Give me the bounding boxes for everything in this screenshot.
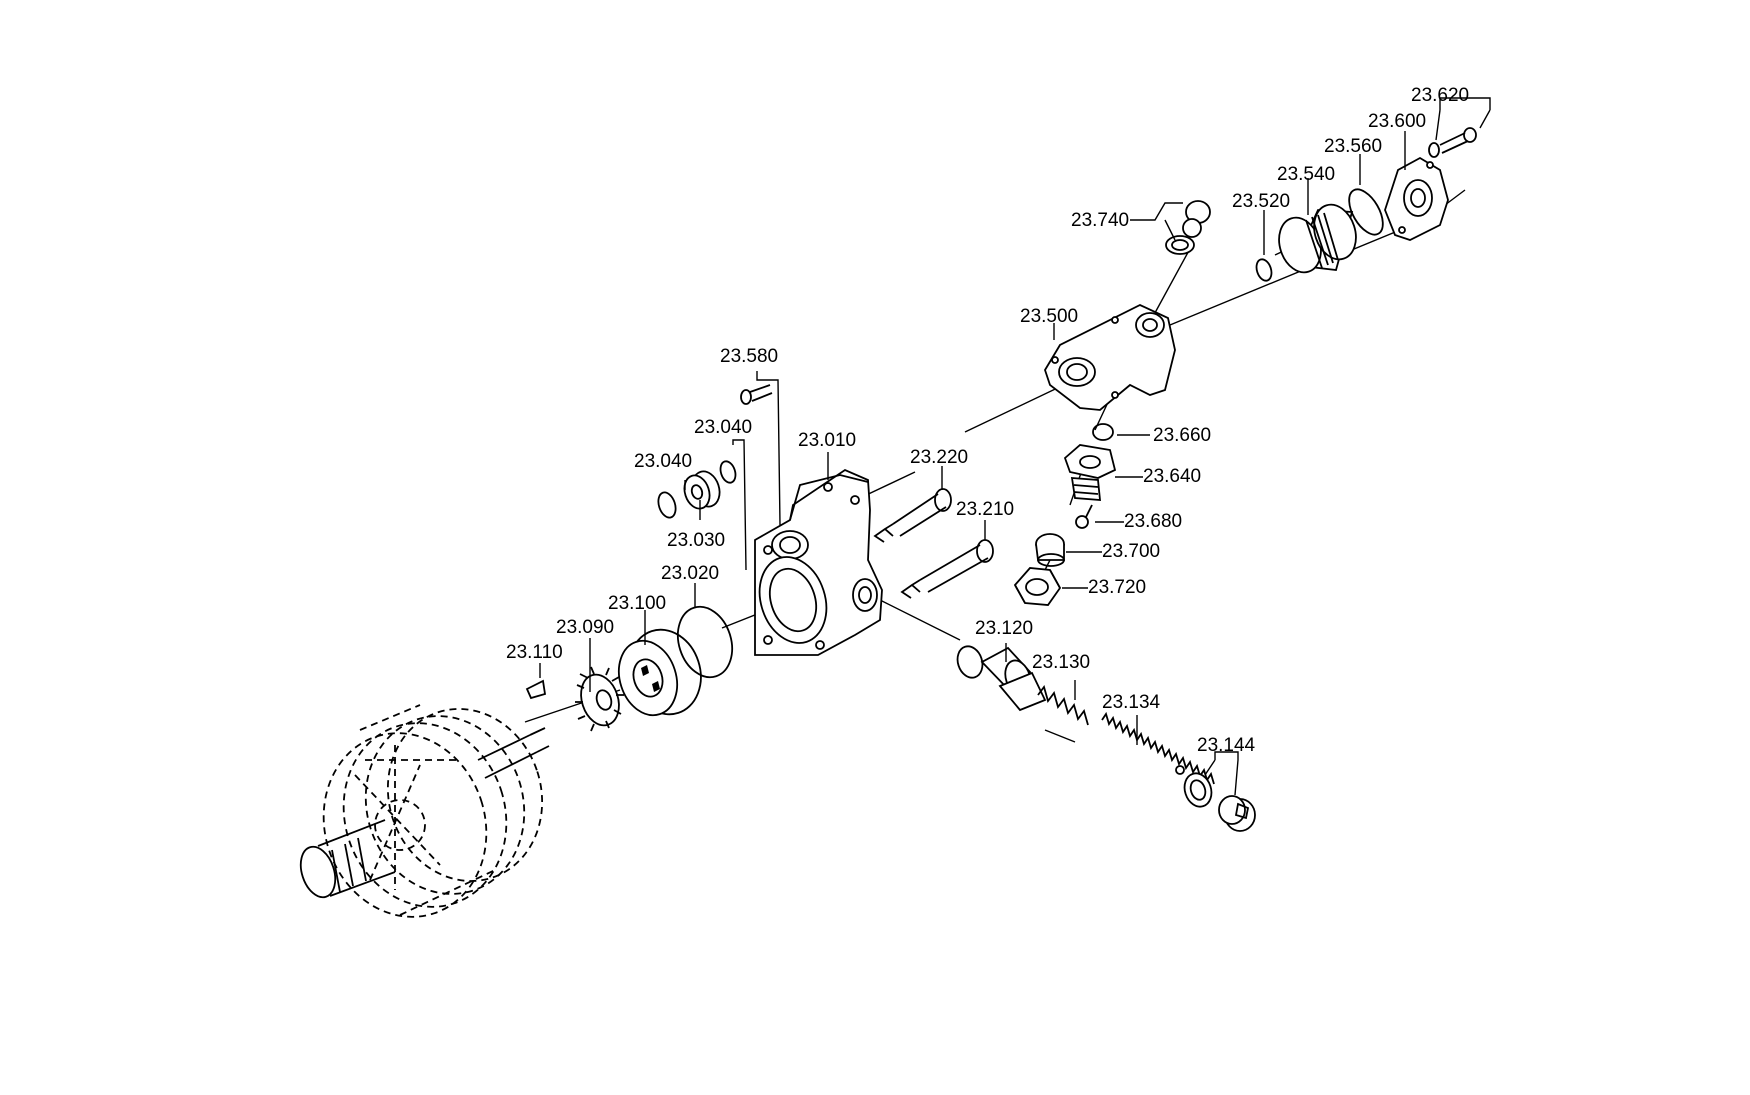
pump-housing — [754, 468, 883, 656]
pump-rotor — [617, 628, 702, 717]
callout-23040-upper: 23.040 — [694, 417, 752, 438]
callout-23120: 23.120 — [975, 618, 1033, 639]
callout-23680: 23.680 — [1124, 511, 1182, 532]
piston-part — [956, 645, 1047, 712]
callout-23110: 23.110 — [506, 642, 563, 663]
callout-23010: 23.010 — [798, 430, 856, 451]
callout-23144: 23.144 — [1197, 735, 1256, 756]
nut-23720 — [1013, 567, 1062, 606]
plug-part — [683, 470, 721, 510]
callout-23020: 23.020 — [661, 563, 719, 584]
callout-23540: 23.540 — [1277, 164, 1335, 185]
callout-23640: 23.640 — [1143, 466, 1201, 487]
spring-short — [1037, 685, 1089, 726]
o-ring-23520 — [1255, 258, 1273, 282]
bush-23700 — [1035, 533, 1065, 567]
filter-element — [1278, 203, 1357, 274]
callout-23500: 23.500 — [1020, 306, 1078, 327]
valve-cover-23640 — [1063, 444, 1117, 501]
callout-leaders — [539, 97, 1491, 796]
pump-gear — [575, 666, 624, 732]
screw-23580 — [740, 384, 773, 405]
screw-23620 — [1428, 127, 1477, 158]
callout-23040-lower: 23.040 — [634, 451, 692, 472]
callout-23520: 23.520 — [1232, 191, 1290, 212]
key-part — [525, 679, 547, 700]
o-ring-small-right — [719, 460, 737, 484]
filter-cover — [1384, 156, 1449, 241]
o-ring-small-left — [657, 491, 677, 519]
spring-long — [1101, 711, 1215, 785]
bolt-23220 — [873, 488, 952, 543]
clutch-shaft-assembly — [299, 704, 550, 918]
filter-housing — [1044, 304, 1176, 411]
callout-23100: 23.100 — [608, 593, 666, 614]
callout-23030: 23.030 — [667, 530, 725, 551]
o-ring-large — [676, 605, 734, 679]
callout-23134: 23.134 — [1102, 692, 1161, 713]
o-ring-23560 — [1348, 188, 1384, 236]
callout-23720: 23.720 — [1088, 577, 1146, 598]
callout-23130: 23.130 — [1032, 652, 1090, 673]
callout-23560: 23.560 — [1324, 136, 1382, 157]
callout-23660: 23.660 — [1153, 425, 1211, 446]
callout-23600: 23.600 — [1368, 111, 1426, 132]
seal-plug-23144 — [1183, 772, 1256, 832]
callout-labels: 23.620 23.600 23.560 23.540 23.520 23.74… — [506, 85, 1469, 756]
callout-23210: 23.210 — [956, 499, 1014, 520]
bolt-23210 — [900, 539, 994, 599]
spring-end — [1175, 765, 1185, 775]
callout-23090: 23.090 — [556, 617, 614, 638]
callout-23700: 23.700 — [1102, 541, 1160, 562]
plug-23740 — [1165, 200, 1211, 255]
callout-23620: 23.620 — [1411, 85, 1469, 106]
screw-23680 — [1075, 504, 1093, 529]
callout-23740: 23.740 — [1071, 210, 1129, 231]
callout-23580: 23.580 — [720, 346, 778, 367]
callout-23220: 23.220 — [910, 447, 968, 468]
o-ring-23660 — [1092, 423, 1114, 441]
